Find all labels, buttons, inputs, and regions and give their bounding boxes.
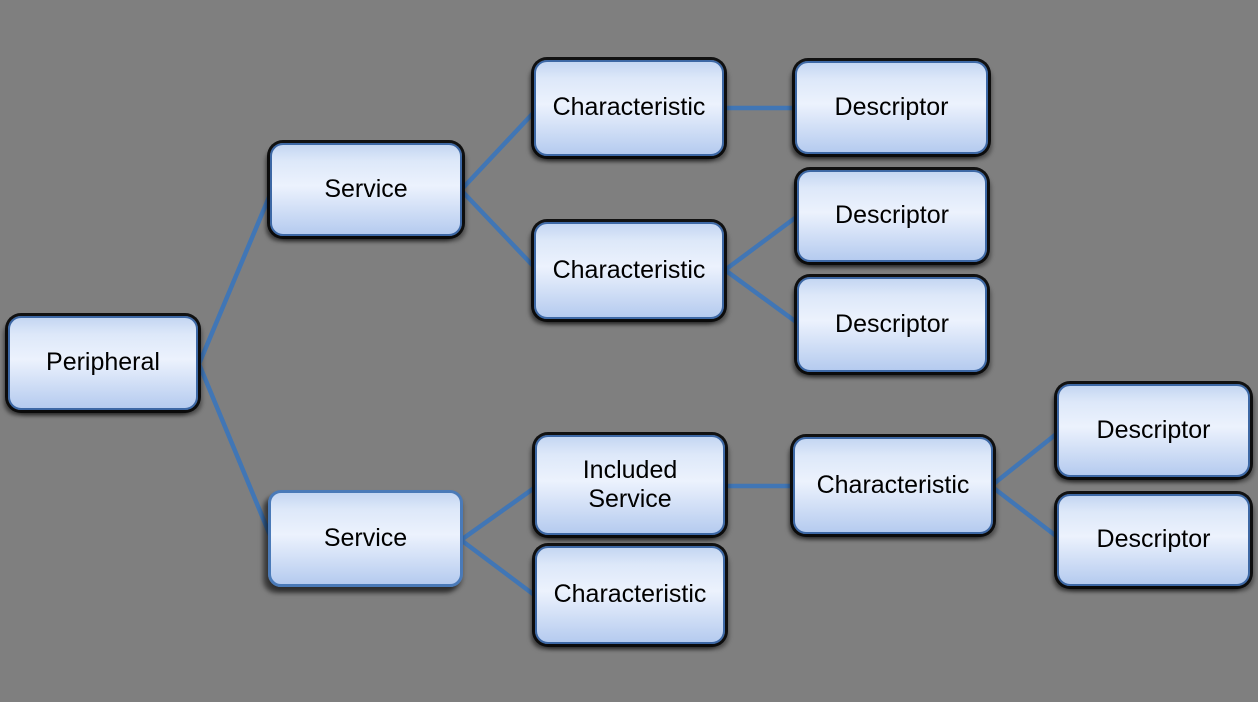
node-label-characteristic-1: Characteristic [552,93,706,122]
node-characteristic-4: Characteristic [793,437,993,534]
node-label-included-service: Included Service [582,455,678,514]
node-descriptor-2: Descriptor [797,170,987,262]
node-characteristic-2: Characteristic [534,222,724,319]
node-label-characteristic-2: Characteristic [552,255,706,284]
node-label-characteristic-4: Characteristic [816,470,970,499]
node-descriptor-3: Descriptor [797,277,987,372]
edge-service-top-to-characteristic-2 [458,187,540,273]
node-descriptor-5: Descriptor [1057,494,1250,586]
node-peripheral: Peripheral [8,316,198,410]
edge-characteristic-4-to-descriptor-5 [988,483,1063,542]
edge-service-top-to-characteristic-1 [458,106,540,193]
node-characteristic-1: Characteristic [534,60,724,156]
node-label-peripheral: Peripheral [46,348,160,377]
node-label-service-top: Service [324,174,408,203]
node-label-descriptor-1: Descriptor [834,92,949,121]
node-label-service-bottom: Service [323,523,408,552]
node-service-top: Service [270,143,462,236]
node-included-service: Included Service [535,435,725,535]
edge-peripheral-to-service-top [196,187,275,367]
node-service-bottom: Service [268,490,463,587]
edge-service-bottom-to-characteristic-3 [458,537,540,600]
edge-characteristic-2-to-descriptor-3 [722,267,802,327]
node-label-descriptor-3: Descriptor [835,309,949,338]
edge-characteristic-2-to-descriptor-2 [722,212,802,273]
node-characteristic-3: Characteristic [535,546,725,644]
edge-peripheral-to-service-bottom [196,361,275,543]
node-label-descriptor-4: Descriptor [1096,415,1211,444]
edge-characteristic-4-to-descriptor-4 [988,428,1063,489]
edge-service-bottom-to-included-service [458,483,540,543]
node-descriptor-4: Descriptor [1057,384,1250,477]
node-label-descriptor-5: Descriptor [1096,525,1211,554]
node-descriptor-1: Descriptor [795,61,988,154]
node-label-characteristic-3: Characteristic [553,580,707,609]
node-label-descriptor-2: Descriptor [835,201,949,230]
